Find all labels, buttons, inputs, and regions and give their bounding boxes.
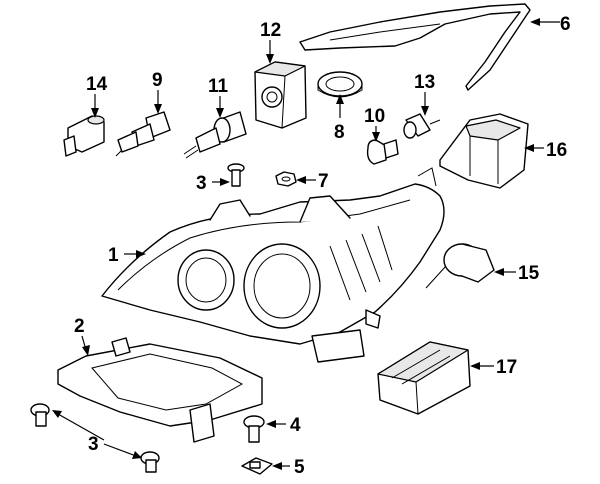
part-headlamp-assembly — [101, 167, 445, 363]
part-retaining-ring — [317, 71, 363, 98]
part-trim-strip — [299, 3, 531, 91]
part-bulb-socket — [63, 115, 105, 157]
part-igniter-module — [254, 61, 307, 129]
callout-8: 8 — [334, 122, 345, 143]
part-halogen-bulb — [115, 111, 171, 157]
callout-13: 13 — [414, 72, 435, 93]
callout-6: 6 — [560, 14, 571, 35]
part-xenon-bulb — [183, 111, 247, 159]
part-leveling-motor — [425, 243, 495, 289]
part-clip-nut — [241, 457, 273, 475]
callout-11: 11 — [208, 76, 229, 97]
part-side-marker-bulb — [403, 113, 441, 139]
callout-9: 9 — [152, 70, 163, 91]
callout-4: 4 — [290, 415, 301, 436]
callout-1: 1 — [108, 245, 119, 266]
part-small-bulb — [366, 139, 399, 165]
callout-12: 12 — [260, 20, 281, 41]
part-screw-bottom-center — [140, 451, 160, 473]
part-headlamp-cover — [439, 113, 529, 189]
callout-17: 17 — [496, 357, 517, 378]
part-control-module — [377, 341, 471, 415]
callout-5: 5 — [294, 457, 305, 478]
callout-3-top: 3 — [196, 173, 207, 194]
callout-10: 10 — [364, 106, 385, 127]
part-bolt — [243, 415, 265, 443]
callout-16: 16 — [546, 140, 567, 161]
callout-2: 2 — [74, 316, 85, 337]
part-nut — [275, 171, 297, 187]
callout-14: 14 — [86, 74, 108, 95]
part-screw-bottom-left — [30, 403, 50, 427]
callout-15: 15 — [518, 263, 540, 284]
part-mounting-bracket — [57, 337, 263, 443]
callout-3-bottom: 3 — [88, 434, 99, 455]
leader-lines — [52, 18, 560, 470]
part-screw-top — [227, 163, 245, 187]
callout-7: 7 — [318, 171, 329, 192]
